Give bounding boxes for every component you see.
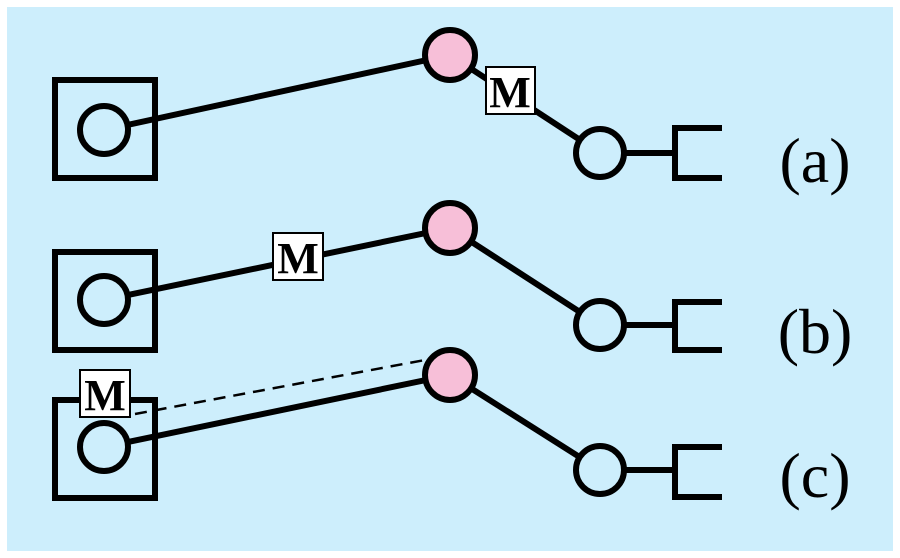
m-marker-label: M <box>277 234 319 283</box>
bracket-terminal <box>672 125 722 181</box>
row-a: M (a) <box>52 27 851 196</box>
pink-node <box>422 347 478 403</box>
link-line <box>448 372 602 473</box>
target-node <box>573 443 627 497</box>
pink-node <box>422 200 478 256</box>
row-b: M (b) <box>52 200 853 367</box>
row-label: (a) <box>779 125 850 196</box>
m-marker-box: M <box>485 66 536 117</box>
link-line <box>103 52 451 133</box>
bracket-terminal <box>672 444 722 500</box>
link-line <box>448 225 602 328</box>
bracket-terminal <box>672 299 722 353</box>
dashed-link <box>134 358 426 416</box>
link-line <box>103 372 451 450</box>
source-square <box>52 77 158 181</box>
row-label: (b) <box>778 296 853 367</box>
row-label: (c) <box>779 440 850 511</box>
diagram-panel <box>3 3 897 555</box>
row-c: M (c) <box>52 347 851 511</box>
source-node <box>77 420 131 474</box>
source-node <box>77 103 131 157</box>
source-node <box>77 273 131 327</box>
target-node <box>573 298 627 352</box>
m-marker-label: M <box>84 371 126 420</box>
source-square <box>52 249 158 353</box>
m-marker-label: M <box>489 68 531 117</box>
pink-node <box>422 27 478 83</box>
target-node <box>573 126 627 180</box>
m-marker-box: M <box>272 232 324 283</box>
m-marker-box: M <box>79 369 131 420</box>
